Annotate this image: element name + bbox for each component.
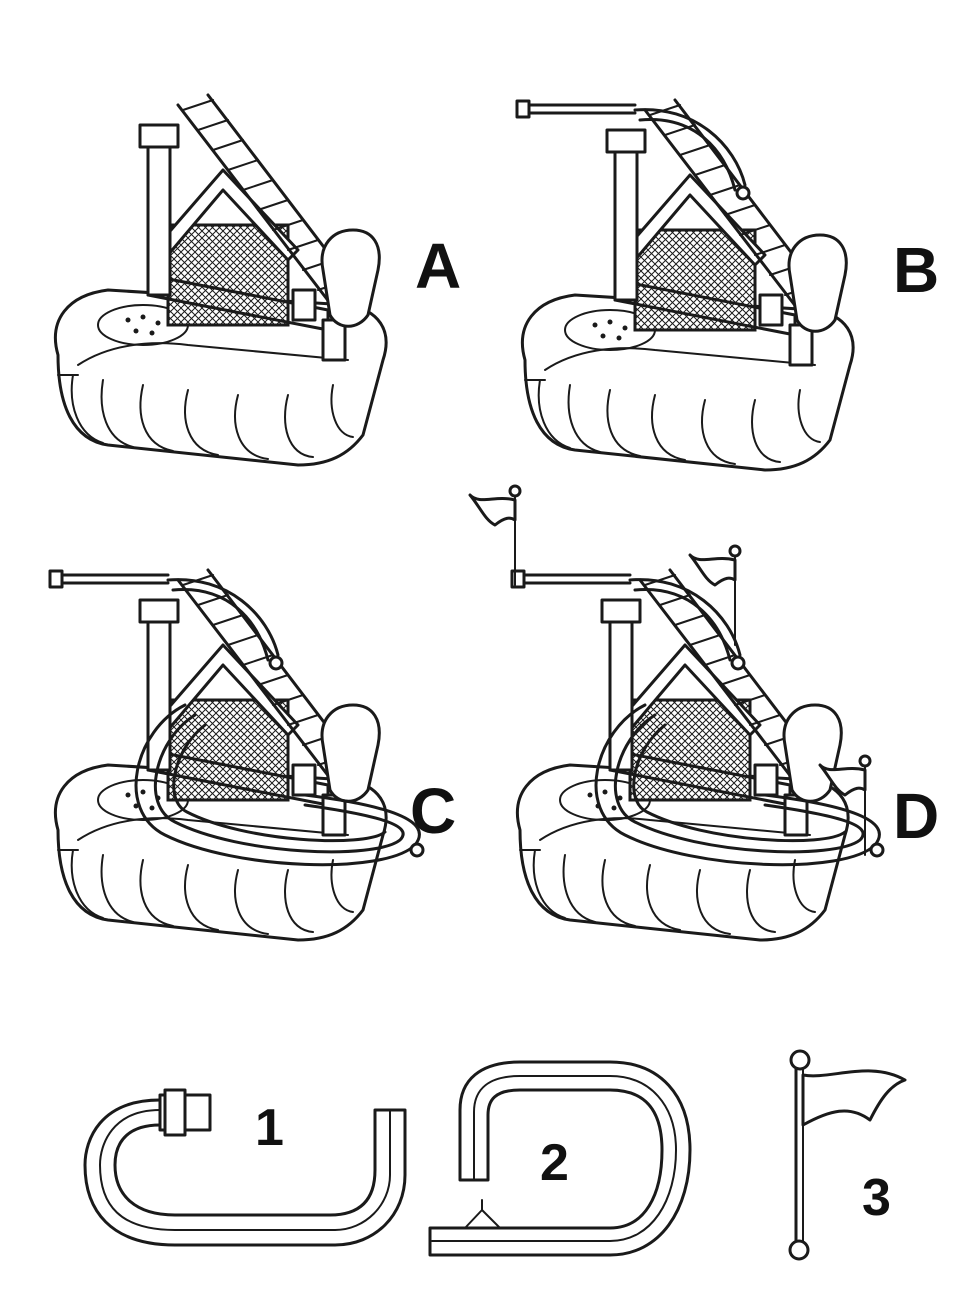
part-label-1: 1 (255, 1099, 284, 1157)
panel-label-d: D (893, 780, 939, 852)
panel-label-b: B (893, 234, 939, 306)
panel-b (515, 98, 855, 472)
part-3-flag (788, 1049, 907, 1261)
panel-label-c: C (410, 775, 456, 847)
panel-label-a: A (415, 230, 461, 302)
part-label-3: 3 (862, 1169, 891, 1227)
part-2-slide-piece (428, 1060, 692, 1257)
panel-c (48, 568, 425, 942)
part-label-2: 2 (540, 1134, 569, 1192)
panel-a (53, 93, 388, 467)
panel-d (468, 484, 885, 942)
part-1-slide-piece (83, 1088, 407, 1247)
